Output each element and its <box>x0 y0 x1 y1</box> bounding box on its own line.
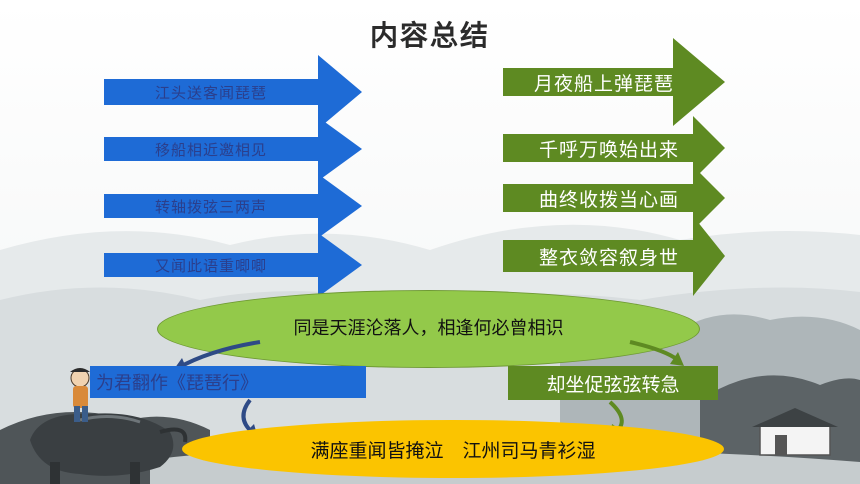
right-arrow-4-label: 整衣敛容叙身世 <box>538 246 679 269</box>
buffalo-rider-illustration <box>30 368 188 484</box>
arrow-shape <box>104 117 362 181</box>
left-box: 为君翻作《琵琶行》 <box>90 366 366 398</box>
left-arrow-3: 转轴拨弦三两声 <box>104 174 362 238</box>
right-arrow-2-label: 千呼万唤始出来 <box>538 138 679 161</box>
conclusion-ellipse: 满座重闻皆掩泣 江州司马青衫湿 <box>182 420 724 478</box>
left-box-label: 为君翻作《琵琶行》 <box>96 373 258 394</box>
arrow-shape <box>503 116 725 180</box>
left-arrow-1-label: 江头送客闻琵琶 <box>154 83 267 102</box>
arrow-shape <box>503 38 725 126</box>
left-arrow-4: 又闻此语重唧唧 <box>104 233 362 297</box>
right-arrow-1-label: 月夜船上弹琵琶 <box>533 72 674 95</box>
conclusion-ellipse-label: 满座重闻皆掩泣 江州司马青衫湿 <box>310 439 596 462</box>
right-arrow-3-label: 曲终收拨当心画 <box>538 188 679 211</box>
arrow-shape <box>503 166 725 230</box>
left-arrow-2-label: 移船相近邀相见 <box>154 140 267 159</box>
arrow-shape <box>503 216 725 296</box>
arrow-shape <box>104 174 362 238</box>
slide-title: 内容总结 <box>369 19 490 52</box>
left-arrow-2: 移船相近邀相见 <box>104 117 362 181</box>
arrow-shape <box>104 55 362 129</box>
right-arrow-3: 曲终收拨当心画 <box>503 166 725 230</box>
left-arrow-1: 江头送客闻琵琶 <box>104 55 362 129</box>
left-arrow-3-label: 转轴拨弦三两声 <box>154 197 267 216</box>
right-arrow-1: 月夜船上弹琵琶 <box>503 38 725 126</box>
right-box-label: 却坐促弦弦转急 <box>546 373 680 396</box>
theme-ellipse-label: 同是天涯沦落人，相逢何必曾相识 <box>293 318 564 339</box>
arrow-shape <box>104 233 362 297</box>
left-arrow-4-label: 又闻此语重唧唧 <box>154 256 267 275</box>
right-arrow-2: 千呼万唤始出来 <box>503 116 725 180</box>
theme-ellipse: 同是天涯沦落人，相逢何必曾相识 <box>157 290 700 368</box>
right-box: 却坐促弦弦转急 <box>508 366 718 400</box>
right-arrow-4: 整衣敛容叙身世 <box>503 216 725 296</box>
